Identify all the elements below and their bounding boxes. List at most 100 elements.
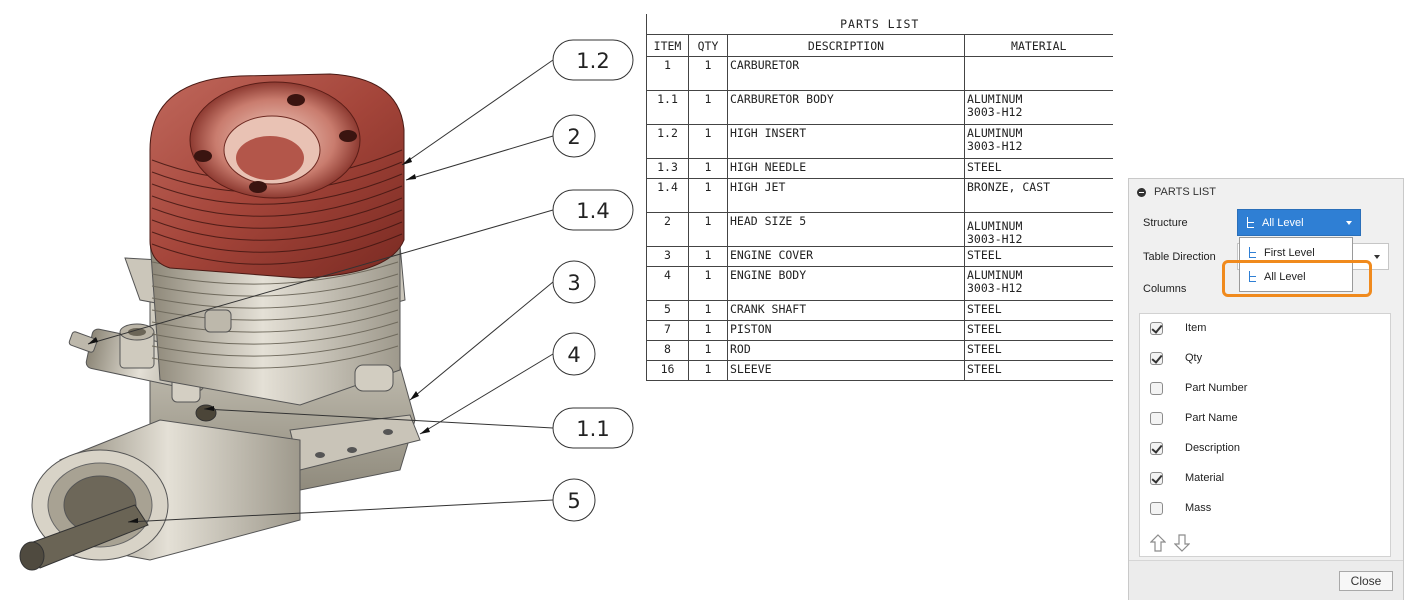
table-row: 1.3 1 HIGH NEEDLE STEEL [646,157,1113,179]
column-option-label: Description [1185,442,1241,454]
menu-item-all-level[interactable]: All Level [1242,265,1350,289]
column-option-mass[interactable]: Mass [1150,499,1211,517]
qty-cell: 1 [688,211,728,247]
balloon-label: 1.1 [576,417,609,441]
checkbox[interactable] [1150,321,1163,335]
dialog-title: PARTS LIST [1154,186,1216,198]
move-down-arrow-icon[interactable] [1174,534,1190,552]
description-cell: SLEEVE [727,359,965,381]
material-line: 3003-H12 [967,280,1023,295]
material-cell: BRONZE, CAST [964,177,1113,213]
material-line: ALUMINUM [967,91,1023,106]
item-cell: 5 [646,299,689,321]
menu-item-label: All Level [1264,271,1306,283]
qty-cell: 1 [688,339,728,361]
checkbox[interactable] [1150,501,1163,515]
first-level-tree-icon [1248,247,1258,259]
table-direction-label: Table Direction [1143,251,1216,263]
balloon: 2 [552,114,596,158]
table-row: 8 1 ROD STEEL [646,339,1113,361]
qty-cell: 1 [688,299,728,321]
qty-cell: 1 [688,359,728,381]
close-button[interactable]: Close [1339,571,1393,591]
qty-cell: 1 [688,319,728,341]
chevron-down-icon [1346,221,1352,225]
item-cell: 8 [646,339,689,361]
column-header: DESCRIPTION [727,33,965,57]
material-line: BRONZE, CAST [967,179,1051,194]
description-cell: HIGH NEEDLE [727,157,965,179]
column-option-material[interactable]: Material [1150,469,1224,487]
structure-label: Structure [1143,217,1188,229]
table-row: 5 1 CRANK SHAFT STEEL [646,299,1113,321]
column-header: ITEM [646,33,689,57]
description-cell: HEAD SIZE 5 [727,211,965,247]
qty-cell: 1 [688,123,728,159]
material-line: ALUMINUM [967,218,1023,233]
column-option-description[interactable]: Description [1150,439,1240,457]
qty-cell: 1 [688,265,728,301]
material-line: STEEL [967,321,1002,336]
checkbox[interactable] [1150,471,1163,485]
column-option-part-name[interactable]: Part Name [1150,409,1238,427]
balloon: 4 [552,332,596,376]
column-option-qty[interactable]: Qty [1150,349,1202,367]
material-line: 3003-H12 [967,231,1023,246]
description-cell: HIGH JET [727,177,965,213]
material-cell: STEEL [964,299,1113,321]
material-line: ALUMINUM [967,125,1023,140]
material-cell: STEEL [964,157,1113,179]
column-option-label: Material [1185,472,1225,484]
item-cell: 3 [646,245,689,267]
checkbox[interactable] [1150,351,1163,365]
material-line: STEEL [967,301,1002,316]
column-option-part-number[interactable]: Part Number [1150,379,1247,397]
column-option-item[interactable]: Item [1150,319,1206,337]
checkbox[interactable] [1150,441,1163,455]
material-line: STEEL [967,159,1002,174]
balloon: 1.1 [552,407,634,449]
balloon-label: 5 [567,489,580,513]
balloon-label: 1.2 [576,49,609,73]
item-cell: 1.2 [646,123,689,159]
column-header: QTY [688,33,728,57]
balloon: 3 [552,260,596,304]
parts-list-dialog: PARTS LIST Structure All Level Table Dir… [1128,178,1404,600]
item-cell: 1.1 [646,89,689,125]
qty-cell: 1 [688,55,728,91]
move-up-arrow-icon[interactable] [1150,534,1166,552]
description-cell: CRANK SHAFT [727,299,965,321]
structure-dropdown[interactable]: All Level [1237,209,1361,236]
item-cell: 16 [646,359,689,381]
balloon-label: 2 [567,125,580,149]
material-cell: STEEL [964,319,1113,341]
qty-cell: 1 [688,157,728,179]
column-option-label: Mass [1185,502,1212,514]
parts-list-table: PARTS LIST ITEM QTY DESCRIPTION MATERIAL… [646,14,1113,381]
item-cell: 1.3 [646,157,689,179]
columns-label: Columns [1143,283,1187,295]
material-line: STEEL [967,341,1002,356]
collapse-icon[interactable] [1137,187,1146,197]
dialog-header[interactable]: PARTS LIST [1129,179,1403,205]
table-row: 3 1 ENGINE COVER STEEL [646,245,1113,267]
menu-item-first-level[interactable]: First Level [1242,241,1350,265]
qty-cell: 1 [688,89,728,125]
description-cell: ENGINE BODY [727,265,965,301]
material-line: ALUMINUM [967,267,1023,282]
checkbox[interactable] [1150,411,1163,425]
column-option-label: Part Name [1185,412,1238,424]
checkbox[interactable] [1150,381,1163,395]
structure-value: All Level [1262,216,1304,229]
item-cell: 2 [646,211,689,247]
table-row: 16 1 SLEEVE STEEL [646,359,1113,381]
engine-assembly-drawing: 1.2 2 1.4 3 4 1.1 5 [19,39,634,571]
balloon: 1.2 [552,39,634,81]
item-cell: 4 [646,265,689,301]
qty-cell: 1 [688,177,728,213]
